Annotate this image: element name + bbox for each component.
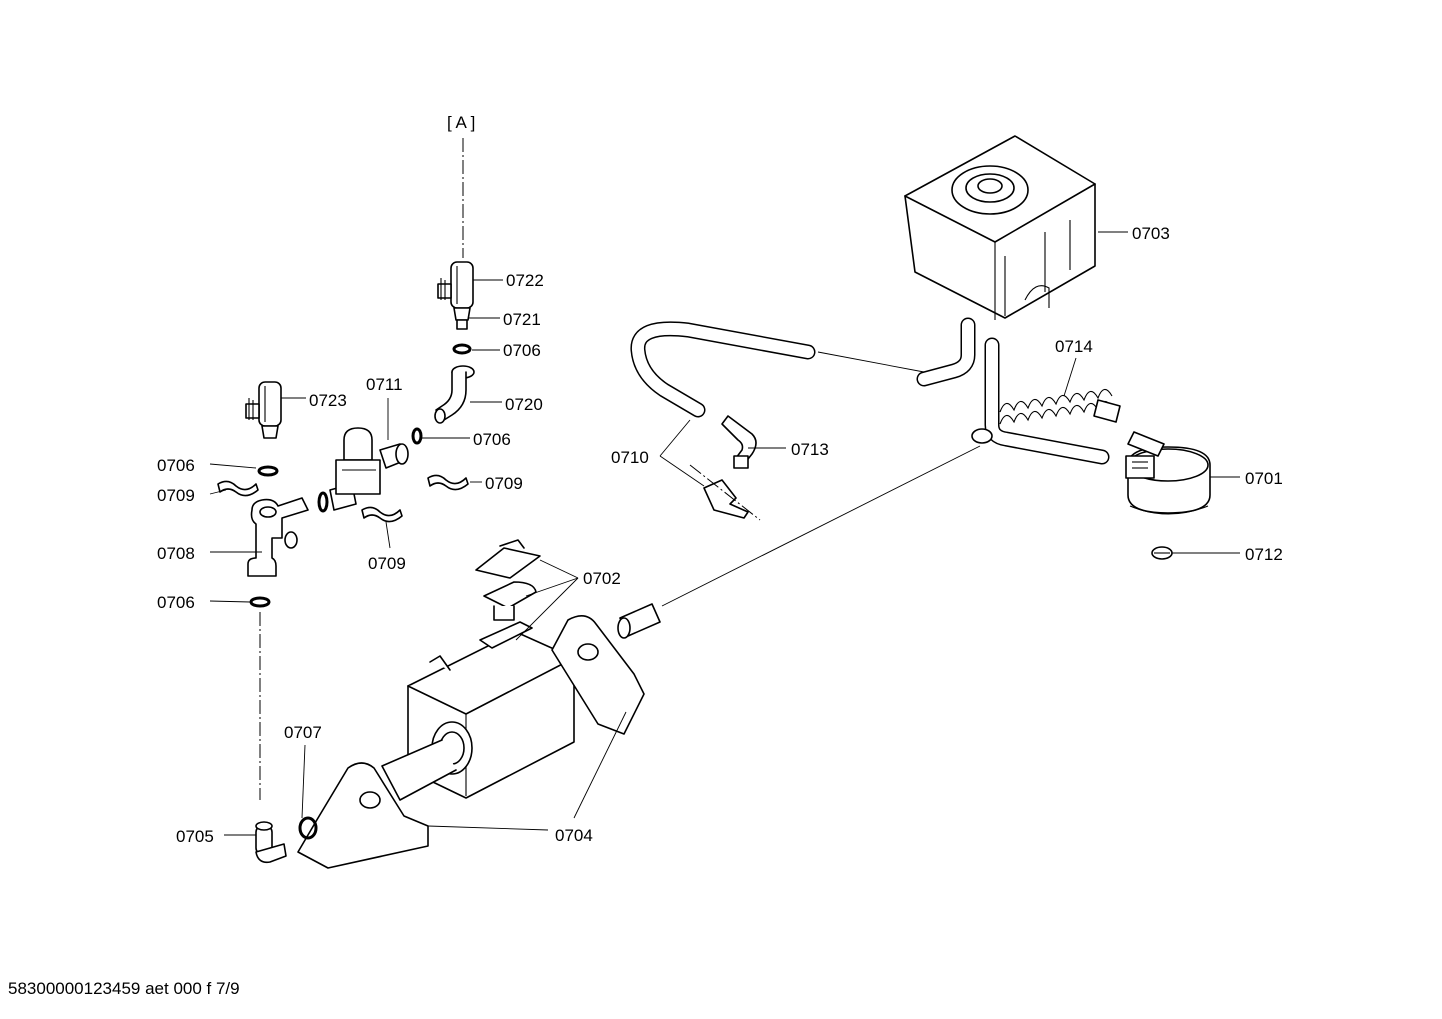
coiled-hose-0714: [999, 388, 1121, 425]
label-0709-left: 0709: [157, 486, 195, 505]
label-0709-right: 0709: [485, 474, 523, 493]
label-0712: 0712: [1245, 545, 1283, 564]
pressure-fitting-0711: [317, 427, 409, 513]
elbow-0705: [255, 821, 287, 864]
section-ref-label: [ A ]: [447, 113, 475, 132]
hose-sleeve: [617, 603, 661, 639]
label-0702: 0702: [583, 569, 621, 588]
label-0723: 0723: [309, 391, 347, 410]
o-ring-0707: [298, 816, 318, 840]
label-0705: 0705: [176, 827, 214, 846]
label-0706-left-upper: 0706: [157, 456, 195, 475]
valve-seat-0721: [453, 307, 471, 330]
label-0703: 0703: [1132, 224, 1170, 243]
t-fitting-0708: [247, 497, 309, 577]
part-labels: 0722 0721 0706 0720 0706 0723 0711 0709 …: [157, 224, 1283, 846]
label-0707: 0707: [284, 723, 322, 742]
water-tank-0703: [904, 135, 1096, 320]
elbow-fitting-0720: [434, 365, 475, 424]
label-0706-top: 0706: [503, 341, 541, 360]
axis-line-0710: [689, 464, 761, 521]
thermal-cutout-0702: [475, 539, 541, 621]
label-0711: 0711: [366, 375, 403, 394]
label-0713: 0713: [791, 440, 829, 459]
guide-line-pump: [661, 445, 981, 607]
o-ring-0706-left-upper: [257, 465, 279, 477]
label-0701: 0701: [1245, 469, 1283, 488]
clip-0709-right: [427, 474, 469, 491]
guide-line-tank: [817, 351, 925, 373]
solenoid-valve-0723: [245, 381, 282, 439]
label-0714: 0714: [1055, 337, 1093, 356]
clip-0709-bottom: [361, 506, 403, 523]
label-0704: 0704: [555, 826, 593, 845]
clip-under-0710: [703, 479, 749, 519]
clip-0709-left: [217, 480, 259, 497]
label-0709-bottom: 0709: [368, 554, 406, 573]
document-reference: 58300000123459 aet 000 f 7/9: [8, 979, 240, 998]
elbow-0713: [721, 415, 757, 469]
label-0721: 0721: [503, 310, 541, 329]
label-0706-mid: 0706: [473, 430, 511, 449]
leader-lines: [209, 231, 1240, 836]
label-0722: 0722: [506, 271, 544, 290]
o-ring-0706-top: [452, 343, 472, 355]
o-ring-0706-mid: [411, 427, 423, 445]
label-0710: 0710: [611, 448, 649, 467]
o-ring-0706-left-lower: [249, 596, 271, 608]
label-0708: 0708: [157, 544, 195, 563]
label-0720: 0720: [505, 395, 543, 414]
label-0706-left-lower: 0706: [157, 593, 195, 612]
flow-meter-0701: [1125, 431, 1211, 515]
pump-0704: [297, 615, 645, 869]
clip-0712: [1151, 546, 1173, 560]
solenoid-valve-0722: [437, 261, 474, 309]
